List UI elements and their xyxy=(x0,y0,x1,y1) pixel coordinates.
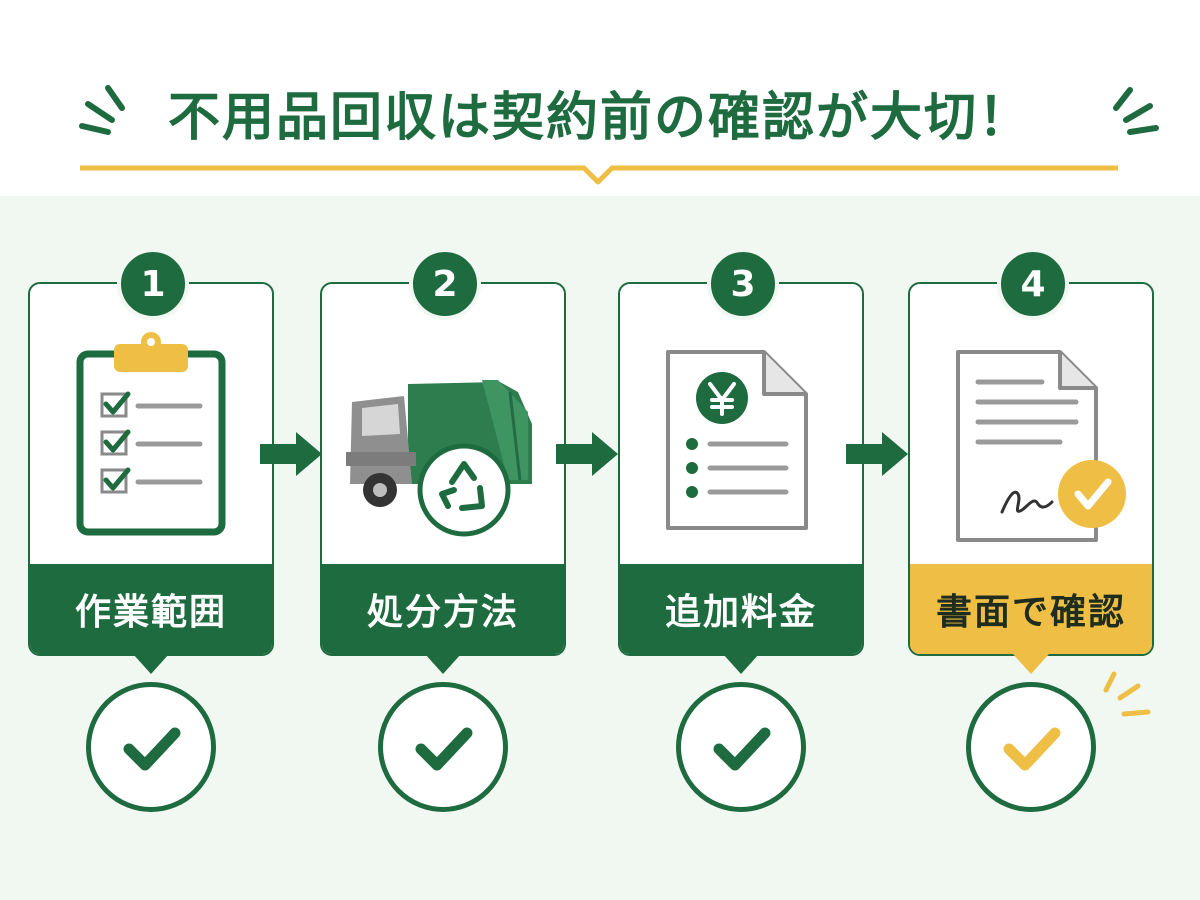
check-circle-2 xyxy=(378,682,508,812)
checkmark-icon xyxy=(713,727,771,771)
checkmark-icon xyxy=(1003,727,1061,771)
label-pointer xyxy=(133,654,169,674)
title-decorations xyxy=(79,85,1159,185)
step-label: 処分方法 xyxy=(322,564,564,654)
recycle-symbol-icon xyxy=(439,461,485,511)
step-card-2: 処分方法 xyxy=(320,282,566,656)
arrow-right-icon xyxy=(260,432,322,476)
step-number-badge: 1 xyxy=(117,248,189,320)
garbage-truck-recycle-icon xyxy=(346,380,532,537)
label-pointer xyxy=(1013,654,1049,674)
step-card-4: 書面で確認 xyxy=(908,282,1154,656)
arrow-right-icon xyxy=(556,432,618,476)
check-circle-4 xyxy=(966,682,1096,812)
sparkle-icon xyxy=(1103,671,1151,717)
signature-mark xyxy=(1000,490,1054,514)
step-label: 追加料金 xyxy=(620,564,862,654)
signed-contract-icon xyxy=(956,350,1126,542)
step-number-badge: 4 xyxy=(997,248,1069,320)
title-underline xyxy=(80,165,1118,185)
right-sparkle-icon xyxy=(1113,87,1159,135)
check-circle-3 xyxy=(676,682,806,812)
check-circle-1 xyxy=(86,682,216,812)
checkmark-icon xyxy=(123,727,181,771)
step-label: 書面で確認 xyxy=(910,564,1152,654)
label-pointer xyxy=(723,654,759,674)
yen-invoice-document-icon xyxy=(666,350,808,530)
step-number-badge: 2 xyxy=(409,248,481,320)
step-label: 作業範囲 xyxy=(30,564,272,654)
clipboard-checklist-icon xyxy=(76,332,226,536)
step-card-1: 作業範囲 xyxy=(28,282,274,656)
checkmark-icon xyxy=(415,727,473,771)
arrow-right-icon xyxy=(846,432,908,476)
step-card-3: 追加料金 xyxy=(618,282,864,656)
left-sparkle-icon xyxy=(79,85,125,135)
page-title: 不用品回収は契約前の確認が大切！ xyxy=(167,87,1032,148)
label-pointer xyxy=(425,654,461,674)
step-number-badge: 3 xyxy=(707,248,779,320)
